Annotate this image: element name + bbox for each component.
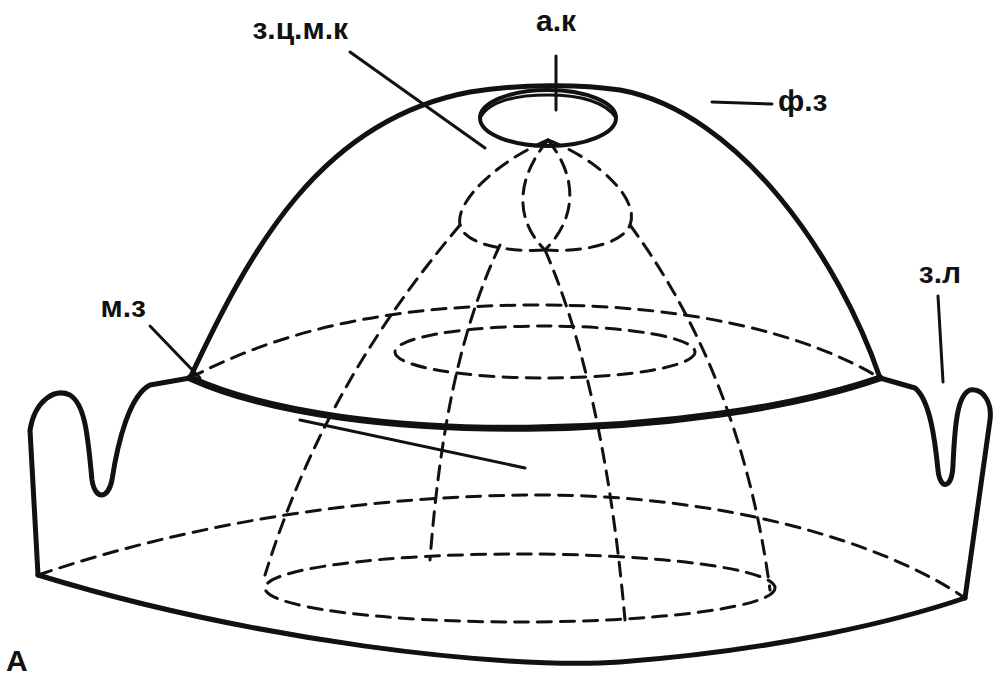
leader-line [300,420,525,468]
inner-ring [395,326,695,378]
leader-line [938,296,943,382]
meridian [545,250,625,620]
bottom-edge [38,575,965,663]
lobe-left [460,140,548,250]
zone-label: ф.з [776,84,830,117]
meridian [630,225,770,590]
opening-rim [480,95,616,118]
band-back [190,305,880,378]
meridian [265,225,460,575]
band-label: м.з [99,290,148,323]
leader-line [555,56,558,110]
brim-left [30,378,190,575]
leader-line [150,326,200,378]
brim-right [880,378,990,598]
dome-outline [190,86,880,378]
apex-label: а.к [534,4,578,37]
band-line [190,378,880,428]
figure-letter: А [4,644,30,677]
leader-line [712,102,772,104]
base-ring [265,554,775,622]
leader-line [350,52,485,148]
apical-opening [480,90,616,146]
bottom-back-edge [38,495,965,598]
zone-label: з.ц.м.к [250,12,350,45]
slot-label: з.л [917,256,963,289]
lobe-center [523,140,570,250]
meridian [430,245,500,560]
